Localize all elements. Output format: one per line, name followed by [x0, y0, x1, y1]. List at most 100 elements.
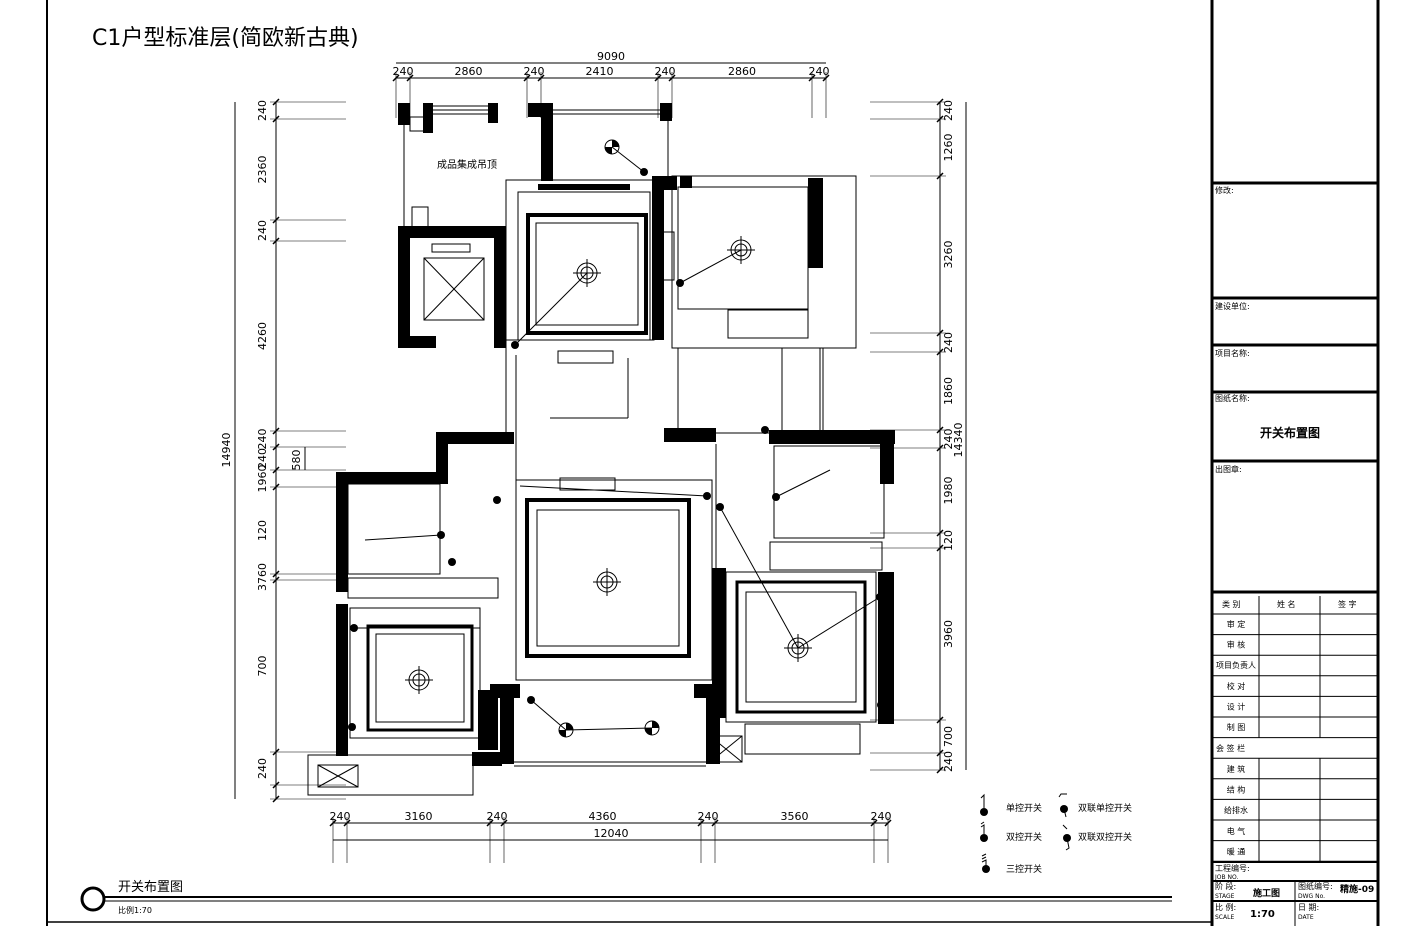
ceiling-light-icon: [573, 259, 601, 287]
switch-icon: [448, 558, 456, 566]
client-label: 建设单位:: [1215, 301, 1250, 311]
countersign-label: 会 签 栏: [1216, 743, 1245, 753]
legend-label: 双控开关: [1006, 831, 1042, 843]
drawing-title: C1户型标准层(简欧新古典): [92, 26, 359, 51]
wall: [541, 103, 553, 181]
legend-item-single-switch: 单控开关: [980, 793, 1042, 816]
dimension-label: 240: [256, 758, 269, 779]
legend-label: 双联单控开关: [1078, 802, 1132, 814]
dimension-label: 240: [393, 65, 414, 78]
dimension-label: 240: [809, 65, 830, 78]
dwg-no-label: 图纸编号:: [1298, 881, 1333, 891]
signoff-row-label: 制 图: [1227, 722, 1246, 732]
floor-plan: 成品集成吊顶: [307, 103, 895, 796]
wiring-line: [611, 146, 645, 173]
countersign-row-label: 给排水: [1224, 805, 1248, 815]
issue-label: 出图章:: [1215, 464, 1242, 474]
dimension-label: 4360: [589, 810, 617, 823]
revision-label: 修改:: [1215, 185, 1234, 195]
legend-item-double-gang-single-switch: 双联单控开关: [1058, 793, 1132, 818]
wiring-line: [565, 727, 653, 731]
drawing-name: 开关布置图: [1260, 425, 1320, 440]
dimension-label: 2360: [256, 156, 269, 184]
wall: [660, 103, 672, 121]
wiring-line: [679, 249, 742, 284]
single-switch-icon: [980, 808, 988, 816]
dimension-label: 3760: [256, 563, 269, 591]
date-label-en: DATE: [1298, 914, 1314, 921]
dimension-label: 240: [655, 65, 676, 78]
living-decorative-ceiling: [525, 498, 691, 658]
wiring-line: [519, 485, 708, 497]
signoff-row-label: 设 计: [1227, 701, 1246, 711]
wiring-line: [530, 699, 567, 731]
dimension-label: 240: [524, 65, 545, 78]
dimension-label: 3960: [942, 620, 955, 648]
bathroom-tiles: [773, 445, 885, 539]
countersign-row-label: 电 气: [1227, 826, 1246, 836]
dimension-label: 1260: [942, 134, 955, 162]
dimension-label: 240: [256, 448, 269, 469]
wall: [398, 226, 410, 348]
elevator-shaft: [423, 257, 485, 321]
wiring-line: [775, 469, 831, 498]
two-way-switch-icon: [980, 834, 988, 842]
caption-title: 开关布置图: [118, 880, 183, 895]
dimension-total: 14340: [952, 423, 965, 458]
legend-label: 三控开关: [1006, 863, 1042, 875]
ceiling-light-icon: [593, 568, 621, 596]
dimension-lines: 240 2860 240 2410 240 2860 240 9090 240 3160 240 43…: [220, 50, 967, 863]
wall: [398, 336, 436, 348]
dwg-no-value: 精施-09: [1340, 883, 1374, 895]
dimension-label: 2860: [455, 65, 483, 78]
drawing-name-label: 图纸名称:: [1215, 393, 1250, 403]
bathroom-tiles: [347, 483, 441, 575]
dimension-label: 3560: [781, 810, 809, 823]
dimension-total: 9090: [597, 50, 625, 63]
dimension-label: 240: [256, 429, 269, 450]
stage-label: 阶 段:: [1215, 881, 1236, 891]
dimension-label: 700: [942, 726, 955, 747]
dimension-label: 2860: [728, 65, 756, 78]
switch-icon: [348, 723, 356, 731]
dimension-label: 240: [942, 751, 955, 772]
table-header: 签 字: [1338, 599, 1357, 609]
project-label: 项目名称:: [1215, 348, 1250, 358]
legend-item-triple-switch: 三控开关: [981, 853, 1042, 875]
wall: [494, 226, 506, 348]
wiring-line: [719, 506, 799, 649]
dimension-label: 240: [698, 810, 719, 823]
table-header: 类 别: [1222, 599, 1241, 609]
countersign-row-label: 暖 通: [1227, 846, 1246, 856]
wiring-line: [364, 534, 442, 541]
wall: [488, 103, 498, 123]
dimension-label: 240: [942, 100, 955, 121]
scale-label-en: SCALE: [1215, 914, 1234, 921]
dimension-label: 240: [942, 332, 955, 353]
dimension-label: 4260: [256, 322, 269, 350]
switch-icon: [761, 426, 769, 434]
signoff-row-label: 审 定: [1227, 619, 1246, 629]
legend: 单控开关 双联单控开关 双控开关 双联双控开关 三控开关: [980, 793, 1132, 875]
plan-caption: 开关布置图 比例1:70: [80, 880, 1172, 915]
wall: [398, 103, 410, 125]
dimension-label: 2410: [586, 65, 614, 78]
countersign-row-label: 建 筑: [1227, 764, 1246, 774]
signoff-row-label: 校 对: [1227, 681, 1246, 691]
caption-circle-icon: [80, 886, 106, 912]
dimension-label: 240: [487, 810, 508, 823]
dimension-label: 3160: [405, 810, 433, 823]
dimension-total: 12040: [594, 827, 629, 840]
dimension-label: 580: [290, 450, 303, 471]
stage-value: 施工图: [1253, 887, 1280, 899]
dimension-label: 240: [256, 100, 269, 121]
dimension-label: 1960: [256, 465, 269, 493]
job-no-label: 工程编号:: [1215, 863, 1250, 873]
wiring-line: [797, 596, 881, 649]
signoff-row-label: 审 核: [1227, 640, 1246, 650]
dimension-label: 240: [942, 429, 955, 450]
wiring-line: [514, 272, 588, 346]
table-header: 姓 名: [1277, 599, 1296, 609]
dimension-label: 120: [942, 530, 955, 551]
ceiling-light-icon: [405, 666, 433, 694]
